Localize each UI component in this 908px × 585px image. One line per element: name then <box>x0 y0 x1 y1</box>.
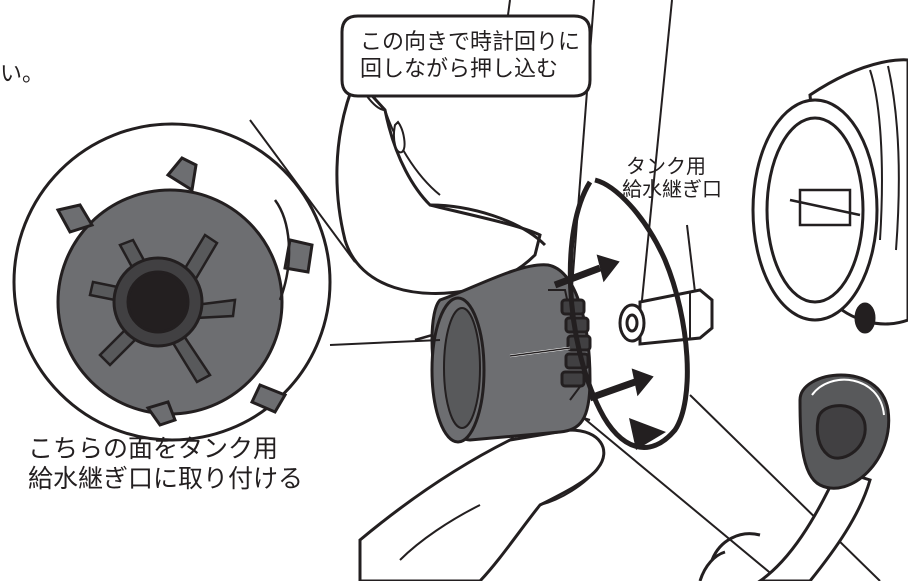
drain-hose <box>698 373 891 583</box>
tank-inlet-fitting <box>618 224 714 346</box>
tank-housing <box>751 58 908 334</box>
callout-instruction: この向きで時計回りに 回しながら押し込む <box>360 29 580 83</box>
inlet-label-line-1: タンク用 <box>626 154 706 178</box>
connector-face-closeup <box>55 156 314 427</box>
callout-line-2: 回しながら押し込む <box>360 57 559 82</box>
inlet-label: タンク用 給水継ぎ口 <box>622 155 722 201</box>
face-label-line-2: 給水継ぎ口に取り付ける <box>28 464 304 493</box>
rotation-arrow <box>567 177 690 450</box>
partial-text-fragment: い。 <box>0 62 45 87</box>
face-label: こちらの面をタンク用 給水継ぎ口に取り付ける <box>28 434 303 494</box>
magnified-view <box>12 119 441 442</box>
callout-bubble <box>340 14 592 98</box>
lower-hand <box>358 415 606 583</box>
face-label-line-1: こちらの面をタンク用 <box>28 434 279 463</box>
inlet-label-line-2: 給水継ぎ口 <box>622 177 722 201</box>
push-arrows <box>553 254 654 402</box>
callout-line-1: この向きで時計回りに <box>360 30 581 55</box>
background-lines <box>507 0 881 582</box>
connector-part <box>430 263 592 444</box>
